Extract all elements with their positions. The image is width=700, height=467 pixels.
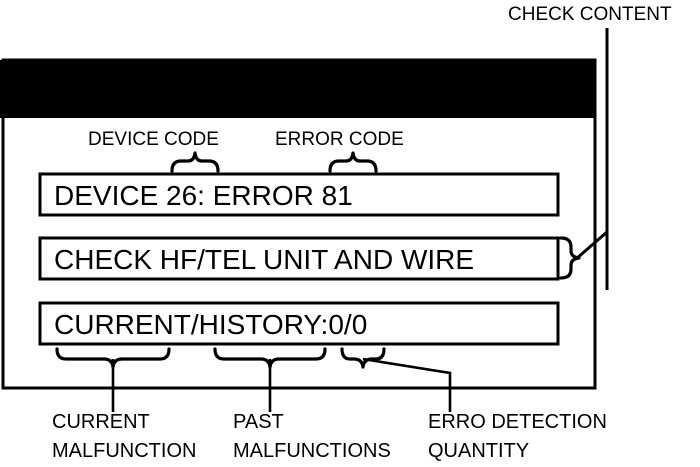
screen-line-3-text: CURRENT/HISTORY:0/0 xyxy=(54,309,367,340)
current-malfunction-caption-line2: MALFUNCTION xyxy=(52,440,196,462)
device-code-brace xyxy=(170,151,220,173)
screen-line-2-box xyxy=(38,236,560,281)
screen-line-2-text: CHECK HF/TEL UNIT AND WIRE xyxy=(54,244,474,275)
check-content-brace xyxy=(559,236,581,280)
erro-detection-quantity-caption-line1: ERRO DETECTION xyxy=(428,411,607,433)
past-malfunctions-caption-line2: MALFUNCTIONS xyxy=(233,440,391,462)
erro-detection-quantity-leader-line xyxy=(362,357,452,412)
display-header-bar xyxy=(0,60,596,118)
screen-line-1-text: DEVICE 26: ERROR 81 xyxy=(54,180,353,211)
erro-detection-quantity-caption-line2: QUANTITY xyxy=(428,440,529,462)
screen-line-3-box xyxy=(38,301,560,346)
error-code-label: ERROR CODE xyxy=(275,129,404,150)
check-content-callout-label: CHECK CONTENT xyxy=(508,4,672,25)
screen-line-1-box xyxy=(38,172,560,217)
past-malfunctions-caption-line1: PAST xyxy=(233,411,284,433)
current-malfunction-caption-line1: CURRENT xyxy=(52,411,150,433)
check-content-diagonal-leader xyxy=(575,230,608,261)
device-code-label: DEVICE CODE xyxy=(88,129,219,150)
error-code-brace xyxy=(328,151,378,173)
erro-detection-quantity-brace xyxy=(340,347,386,369)
